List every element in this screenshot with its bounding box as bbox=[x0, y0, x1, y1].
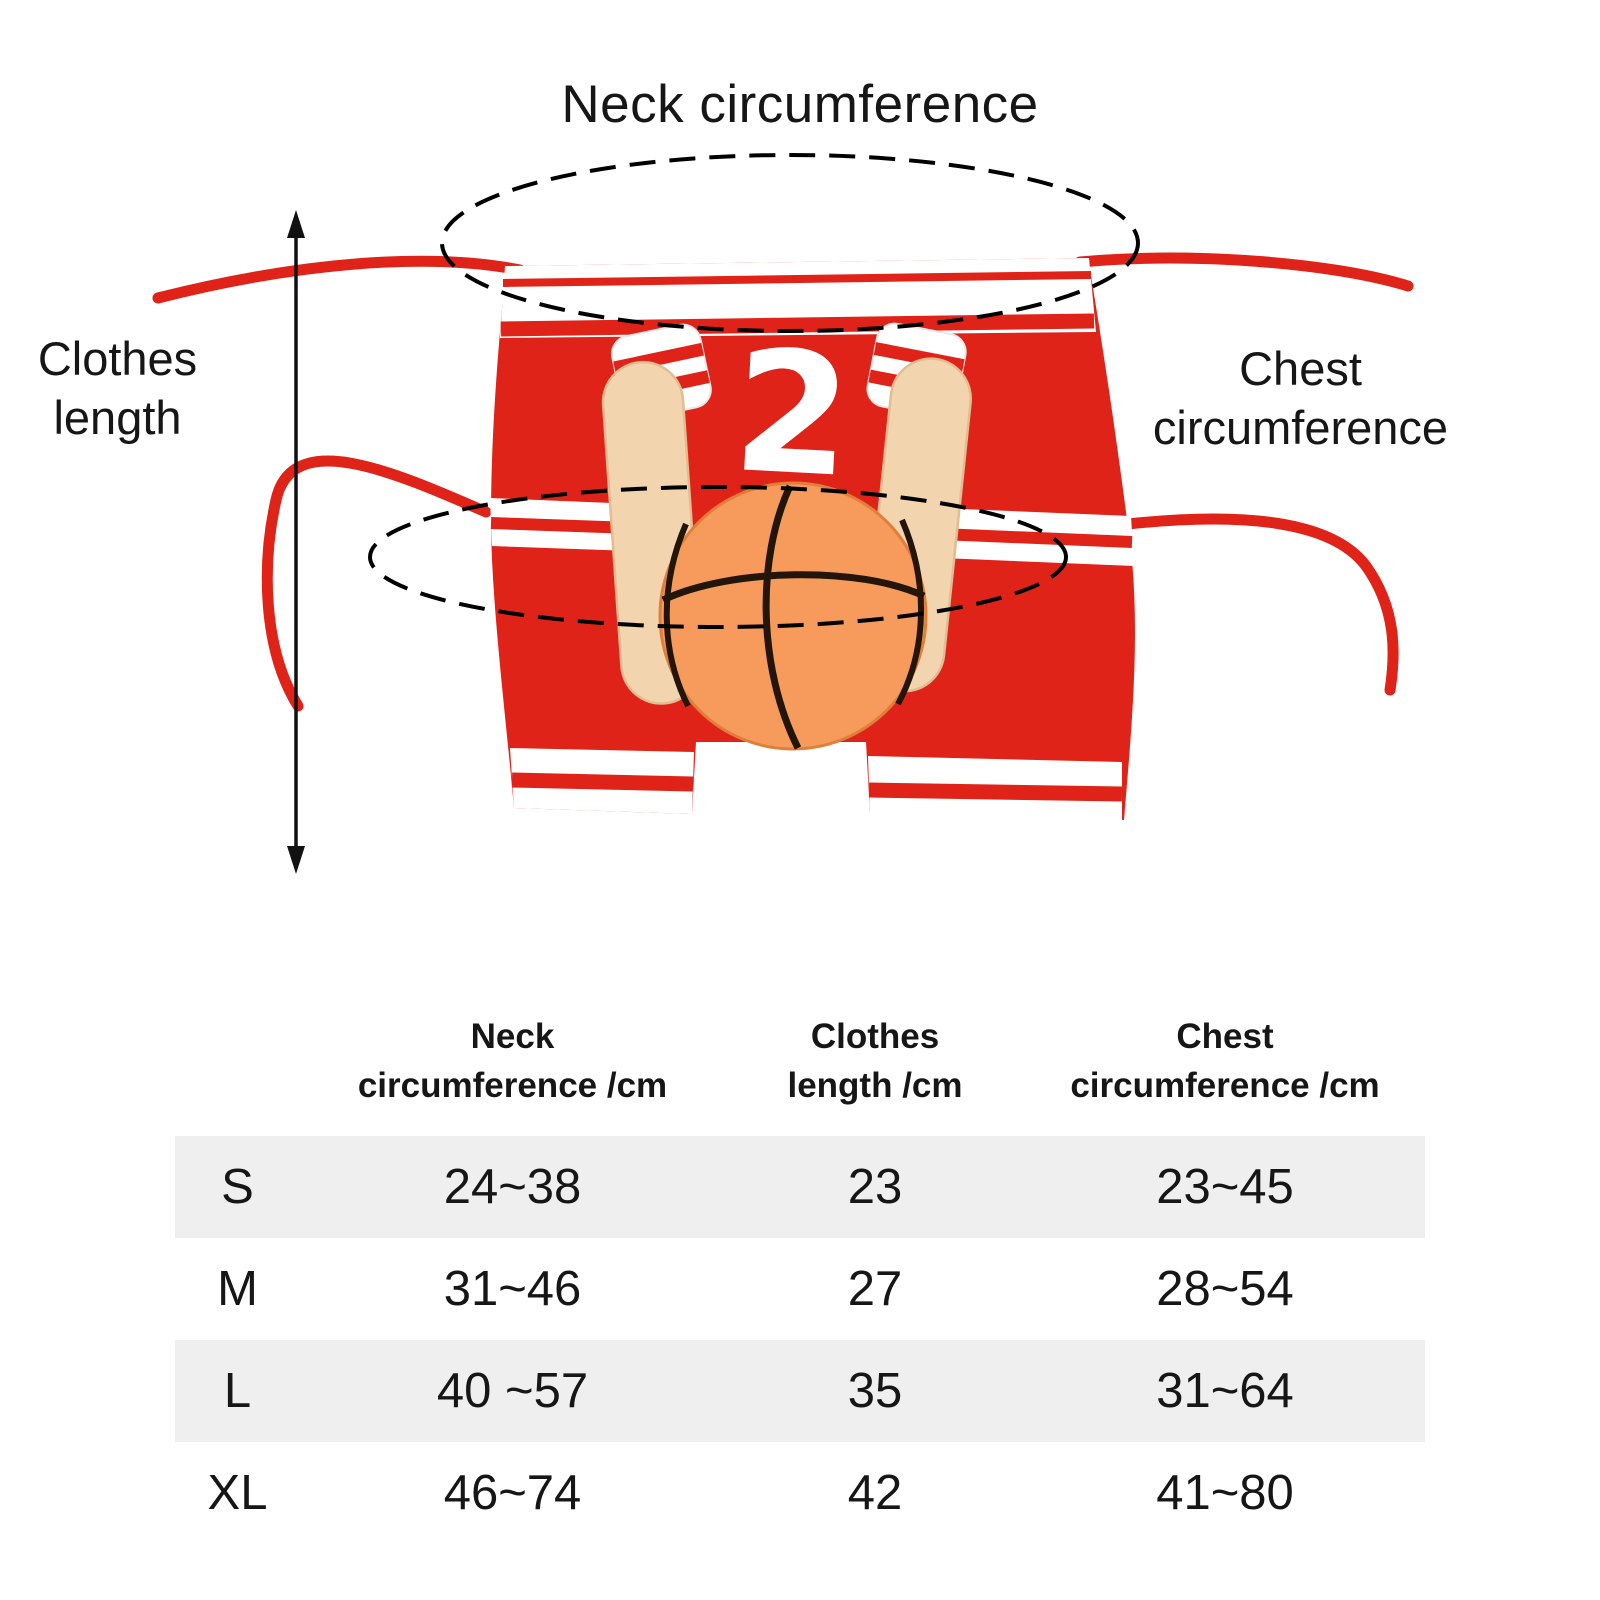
length-value: 42 bbox=[847, 1466, 903, 1520]
table-row-m: M 31~46 27 28~54 bbox=[175, 1238, 1425, 1340]
table-row-xl: XL 46~74 42 41~80 bbox=[175, 1442, 1425, 1544]
header-clothes: Clothes length /cm bbox=[725, 1012, 1025, 1110]
string-top-right bbox=[1074, 252, 1414, 292]
header-chest-line2: circumference /cm bbox=[1070, 1066, 1380, 1105]
header-clothes-line1: Clothes bbox=[810, 1017, 940, 1056]
chest-circumference-line2: circumference bbox=[1152, 400, 1449, 454]
chest-circumference-ellipse bbox=[368, 485, 1068, 629]
jersey-number: 2 bbox=[729, 313, 856, 515]
header-neck-line2: circumference /cm bbox=[357, 1066, 668, 1105]
neck-circumference-label: Neck circumference bbox=[561, 75, 1039, 134]
chest-value: 23~45 bbox=[1156, 1160, 1294, 1214]
neck-circumference-ellipse bbox=[440, 153, 1140, 333]
size-label: XL bbox=[207, 1466, 268, 1520]
size-label: S bbox=[221, 1160, 254, 1214]
size-label: L bbox=[223, 1364, 252, 1418]
tie-strings bbox=[152, 252, 1414, 712]
length-value: 35 bbox=[847, 1364, 903, 1418]
chest-circumference-label: Chest circumference bbox=[1128, 340, 1473, 458]
clothes-length-line1: Clothes bbox=[37, 332, 198, 385]
string-top-left bbox=[152, 255, 526, 304]
chest-value: 41~80 bbox=[1156, 1466, 1294, 1520]
length-value: 23 bbox=[847, 1160, 903, 1214]
table-row-s: S 24~38 23 23~45 bbox=[175, 1136, 1425, 1238]
size-table-header: Neck circumference /cm Clothes length /c… bbox=[175, 1012, 1425, 1110]
waist-band-right bbox=[938, 508, 1134, 566]
header-chest: Chest circumference /cm bbox=[1025, 1012, 1425, 1110]
neck-value: 46~74 bbox=[443, 1466, 582, 1520]
leg-cuff-left bbox=[510, 748, 694, 814]
leg-cuff-right bbox=[868, 756, 1123, 822]
clothes-length-line2: length bbox=[53, 390, 182, 444]
length-value: 27 bbox=[847, 1262, 903, 1316]
chest-value: 31~64 bbox=[1156, 1364, 1294, 1418]
header-clothes-line2: length /cm bbox=[787, 1066, 963, 1105]
table-row-l: L 40 ~57 35 31~64 bbox=[175, 1340, 1425, 1442]
header-neck-line1: Neck bbox=[470, 1017, 555, 1056]
chest-value: 28~54 bbox=[1156, 1262, 1294, 1316]
costume-illustration: 2 bbox=[152, 153, 1414, 874]
chest-circumference-line1: Chest bbox=[1239, 342, 1362, 395]
size-table-rows: S 24~38 23 23~45 M 31~46 27 28~54 L 40 ~… bbox=[175, 1136, 1425, 1544]
collar-band bbox=[500, 258, 1096, 338]
clothes-length-arrow bbox=[287, 210, 305, 874]
basketball bbox=[658, 481, 928, 751]
neck-value: 40 ~57 bbox=[436, 1364, 589, 1418]
neck-value: 31~46 bbox=[443, 1262, 582, 1316]
size-label: M bbox=[217, 1262, 258, 1316]
neck-value: 24~38 bbox=[443, 1160, 582, 1214]
string-mid-right bbox=[1122, 513, 1399, 696]
header-neck: Neck circumference /cm bbox=[300, 1012, 725, 1110]
clothes-length-label: Clothes length bbox=[10, 330, 225, 448]
header-chest-line1: Chest bbox=[1176, 1017, 1274, 1056]
header-size-column bbox=[175, 1012, 300, 1110]
string-mid-left bbox=[261, 455, 492, 712]
